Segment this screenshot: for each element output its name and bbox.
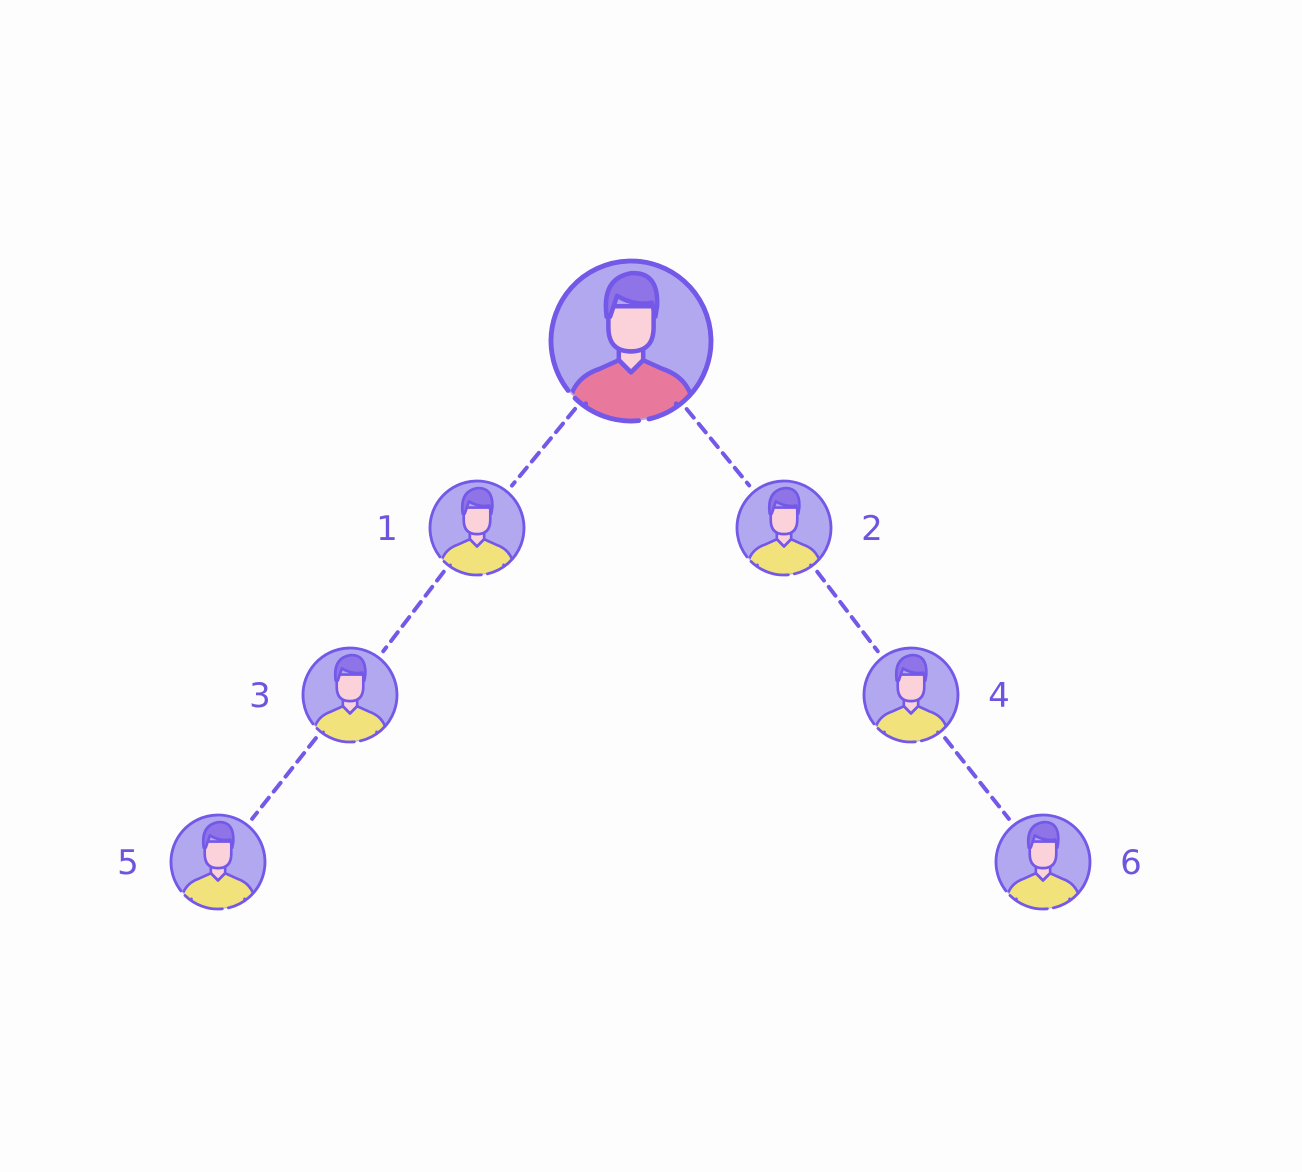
node-layer — [169, 258, 1092, 911]
avatar-ring — [994, 813, 1092, 911]
avatar-ring — [301, 646, 399, 744]
avatar-hair — [1026, 820, 1060, 850]
member-node-3 — [301, 646, 399, 744]
avatar-face — [769, 506, 799, 536]
connector-line-1-3 — [381, 569, 446, 654]
member-label-5: 5 — [117, 843, 139, 883]
avatar-hair — [603, 270, 660, 319]
avatar-ring — [735, 479, 833, 577]
member-label-3: 3 — [249, 676, 271, 716]
avatar-ring — [548, 258, 714, 424]
user-icon — [862, 646, 960, 744]
member-label-1: 1 — [376, 509, 398, 549]
connector-line-root-2 — [684, 407, 752, 488]
avatar-ring — [862, 646, 960, 744]
connector-line-4-6 — [943, 736, 1011, 821]
root-node — [548, 258, 714, 424]
connector-line-root-1 — [509, 406, 578, 488]
user-icon — [169, 813, 267, 911]
user-icon — [428, 479, 526, 577]
member-label-4: 4 — [988, 676, 1010, 716]
avatar-face — [203, 840, 233, 870]
connector-layer — [250, 406, 1011, 821]
member-node-1 — [428, 479, 526, 577]
avatar-face — [1028, 840, 1058, 870]
avatar-hair — [333, 653, 367, 683]
avatar-face — [335, 673, 365, 703]
avatar-face — [896, 673, 926, 703]
avatar-hair — [894, 653, 928, 683]
member-node-5 — [169, 813, 267, 911]
member-label-2: 2 — [861, 509, 883, 549]
connector-line-3-5 — [250, 736, 318, 821]
member-node-6 — [994, 813, 1092, 911]
member-node-4 — [862, 646, 960, 744]
member-label-6: 6 — [1120, 843, 1142, 883]
avatar-hair — [767, 486, 801, 516]
avatar-hair — [201, 820, 235, 850]
avatar-face — [606, 303, 656, 354]
member-node-2 — [735, 479, 833, 577]
avatar-ring — [169, 813, 267, 911]
user-icon — [548, 258, 714, 424]
avatar-face — [462, 506, 492, 536]
user-icon — [301, 646, 399, 744]
connector-line-2-4 — [815, 569, 880, 654]
user-icon — [994, 813, 1092, 911]
user-icon — [735, 479, 833, 577]
avatar-hair — [460, 486, 494, 516]
label-layer: 1 2 3 4 5 6 — [117, 509, 1142, 883]
